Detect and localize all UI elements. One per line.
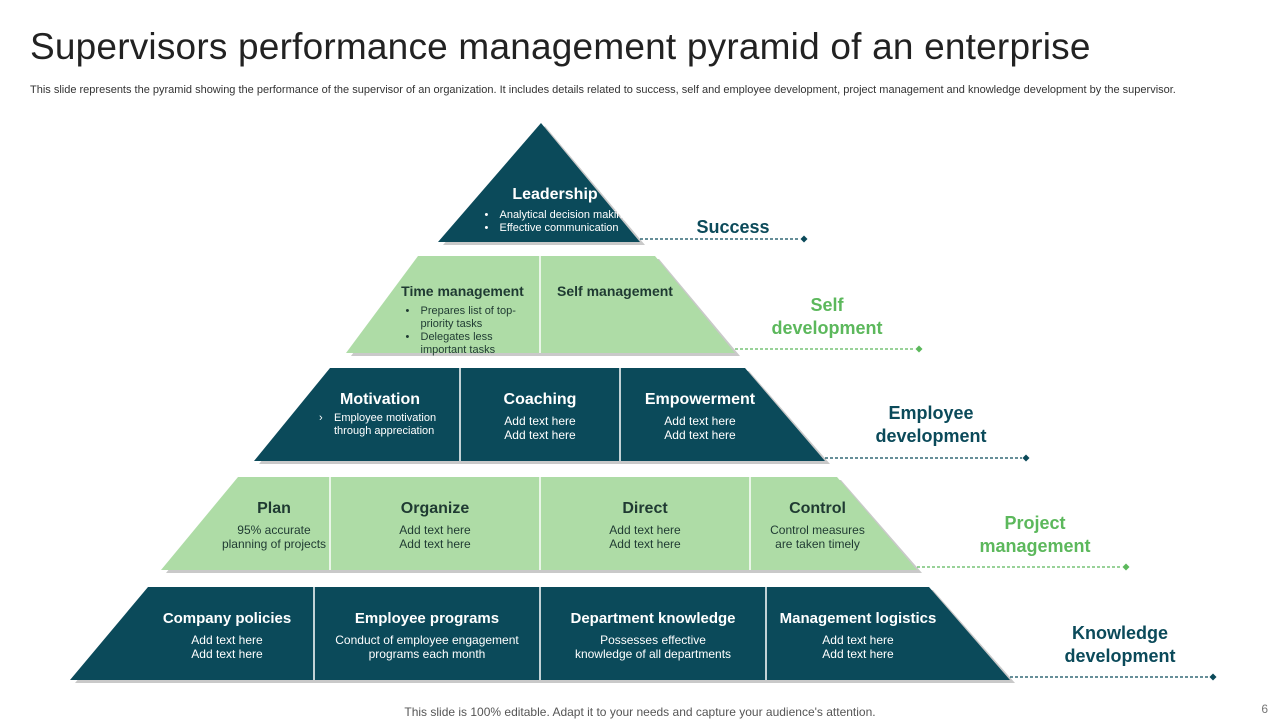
- cell-description: Add text here: [822, 633, 894, 647]
- cell-heading: Motivation: [340, 391, 420, 408]
- tier-1-connector-diamond: [800, 235, 808, 243]
- cell-heading: Empowerment: [644, 391, 756, 408]
- cell-heading: Employee programs: [354, 610, 500, 627]
- cell-description: Add text here: [399, 523, 471, 537]
- cell-description: Add text here: [609, 537, 681, 551]
- cell-bullet-item: Effective communication: [481, 222, 628, 235]
- tier-4-connector-diamond: [1122, 563, 1130, 571]
- cell-heading: Company policies: [162, 610, 292, 627]
- cell-description: Add text here: [822, 647, 894, 661]
- cell-description: programs each month: [368, 647, 486, 661]
- cell-heading: Management logistics: [779, 610, 937, 627]
- cell-bullet-list: Analytical decision makingEffective comm…: [481, 209, 628, 235]
- footer-note: This slide is 100% editable. Adapt it to…: [404, 705, 876, 719]
- cell-bullet-list: Prepares list of top-priority tasksDeleg…: [403, 305, 523, 357]
- cell-description: planning of projects: [221, 537, 327, 551]
- cell-description: 95% accurate: [237, 523, 311, 537]
- cell-description: Add text here: [191, 647, 263, 661]
- tier-3-connector-diamond: [1022, 454, 1030, 462]
- cell-description: Possesses effective: [600, 633, 706, 647]
- cell-description: Add text here: [664, 414, 736, 428]
- cell-description: Control measures: [770, 523, 865, 537]
- cell-bullet-list: Employee motivation through appreciation: [316, 412, 444, 438]
- cell-description: Add text here: [504, 414, 576, 428]
- cell-heading: Time management: [401, 283, 524, 299]
- cell-description: Add text here: [609, 523, 681, 537]
- slide-subtitle: This slide represents the pyramid showin…: [30, 84, 1176, 96]
- cell-description: Conduct of employee engagement: [335, 633, 519, 647]
- cell-heading: Coaching: [503, 391, 577, 408]
- cell-heading: Self management: [557, 283, 673, 299]
- side-label-employee-development: Employee development: [875, 403, 987, 446]
- cell-heading: Plan: [257, 500, 291, 517]
- cell-heading: Control: [789, 500, 846, 517]
- tier-4-band: [161, 477, 917, 570]
- cell-heading: Organize: [400, 500, 470, 517]
- side-label-self-development: Self development: [771, 295, 883, 338]
- cell-description: Add text here: [664, 428, 736, 442]
- cell-description: are taken timely: [775, 537, 860, 551]
- cell-bullet-item: Delegates less important tasks: [403, 331, 523, 357]
- cell-heading: Leadership: [512, 186, 598, 203]
- cell-self-management: Self management: [540, 281, 690, 301]
- cell-bullet-item: Employee motivation through appreciation: [316, 412, 444, 438]
- cell-motivation: MotivationEmployee motivation through ap…: [300, 390, 460, 438]
- cell-description: Add text here: [191, 633, 263, 647]
- side-label-knowledge-development: Knowledge development: [1064, 623, 1176, 666]
- cell-description: Add text here: [399, 537, 471, 551]
- cell-heading: Direct: [622, 500, 668, 517]
- cell-heading: Department knowledge: [570, 610, 736, 627]
- tier-5-connector-diamond: [1209, 673, 1217, 681]
- side-label-success: Success: [696, 217, 770, 237]
- tier-2-connector-diamond: [915, 345, 923, 353]
- cell-description: Add text here: [504, 428, 576, 442]
- slide-title: Supervisors performance management pyram…: [30, 26, 1091, 67]
- cell-time-management: Time managementPrepares list of top-prio…: [385, 281, 540, 357]
- side-label-project-management: Project management: [979, 513, 1091, 556]
- cell-description: knowledge of all departments: [574, 647, 732, 661]
- page-number: 6: [1261, 702, 1268, 716]
- cell-leadership: LeadershipAnalytical decision makingEffe…: [470, 185, 640, 235]
- cell-bullet-item: Prepares list of top-priority tasks: [403, 305, 523, 331]
- cell-bullet-item: Analytical decision making: [481, 209, 628, 222]
